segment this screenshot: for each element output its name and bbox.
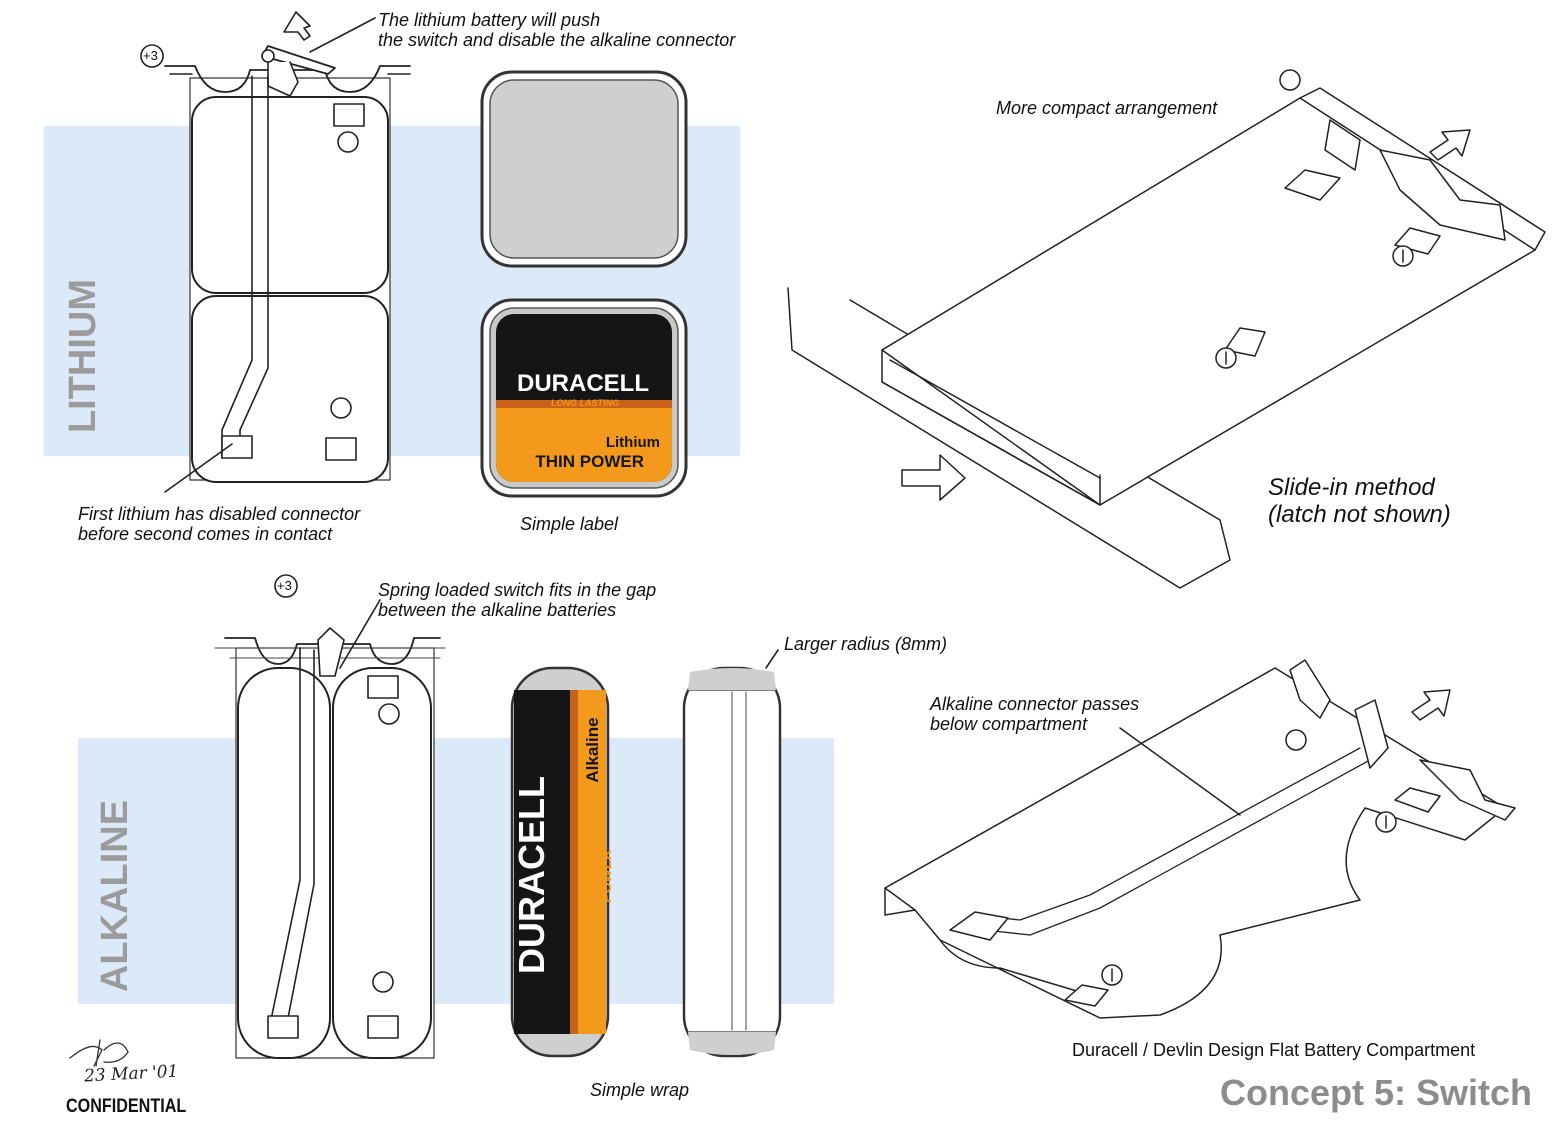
lithium-label-brand: DURACELL: [517, 370, 649, 397]
alkaline-cell-labelled: [510, 666, 610, 1058]
note-spring-switch-line1: Spring loaded switch fits in the gap: [378, 580, 657, 600]
signature-scribble: [69, 1039, 129, 1067]
connector-below-iso-sketch: [884, 659, 1516, 1019]
lithium-compartment-sketch: [140, 11, 411, 493]
note-slide-in-line2: (latch not shown): [1268, 501, 1451, 528]
note-spring-switch-line2: between the alkaline batteries: [378, 600, 617, 620]
confidential-mark: CONFIDENTIAL: [66, 1096, 187, 1117]
note-slide-in: Slide-in method (latch not shown): [1268, 474, 1451, 528]
alkaline-compartment-sketch: [214, 574, 446, 1059]
lithium-label-tagline-1: LONG LASTING: [551, 398, 619, 408]
concept-title: Concept 5: Switch: [1220, 1072, 1533, 1113]
note-alkaline-connector: Alkaline connector passes below compartm…: [930, 694, 1139, 734]
project-title: Duracell / Devlin Design Flat Battery Co…: [1072, 1040, 1476, 1060]
note-first-lithium-line2: before second comes in contact: [78, 524, 333, 544]
note-alkaline-connector-line2: below compartment: [930, 714, 1088, 734]
lithium-label-type: Lithium: [605, 434, 660, 451]
note-simple-wrap: Simple wrap: [590, 1080, 690, 1100]
note-slide-in-line1: Slide-in method: [1268, 474, 1435, 501]
lithium-cell-plain: [480, 70, 688, 268]
note-spring-switch: Spring loaded switch fits in the gap bet…: [378, 580, 656, 620]
lithium-cell-labelled: [480, 298, 688, 498]
lithium-label-subtitle: THIN POWER: [535, 452, 644, 471]
alkaline-cell-plain: [682, 649, 782, 1058]
note-first-lithium-line1: First lithium has disabled connector: [78, 504, 361, 524]
alkaline-label-type: Alkaline: [583, 717, 602, 783]
note-lithium-push-line1: The lithium battery will push: [378, 10, 601, 30]
lithium-label-tagline-2: POWER: [567, 409, 602, 419]
plus-three-symbol-bottom: +3: [277, 578, 292, 593]
note-simple-label: Simple label: [520, 514, 619, 534]
alkaline-label-brand: DURACELL: [511, 776, 552, 974]
plus-three-symbol-top: +3: [143, 48, 158, 63]
note-lithium-push: The lithium battery will push the switch…: [378, 10, 735, 50]
note-lithium-push-line2: the switch and disable the alkaline conn…: [378, 30, 736, 50]
alkaline-label-tagline-2: POWER: [598, 849, 614, 903]
alkaline-label-tagline-1: LONG LASTING: [582, 823, 598, 929]
note-first-lithium: First lithium has disabled connector bef…: [78, 504, 360, 544]
note-larger-radius: Larger radius (8mm): [784, 634, 948, 654]
slide-in-iso-sketch: [787, 69, 1546, 589]
note-compact: More compact arrangement: [996, 98, 1218, 118]
note-alkaline-connector-line1: Alkaline connector passes: [930, 694, 1140, 714]
